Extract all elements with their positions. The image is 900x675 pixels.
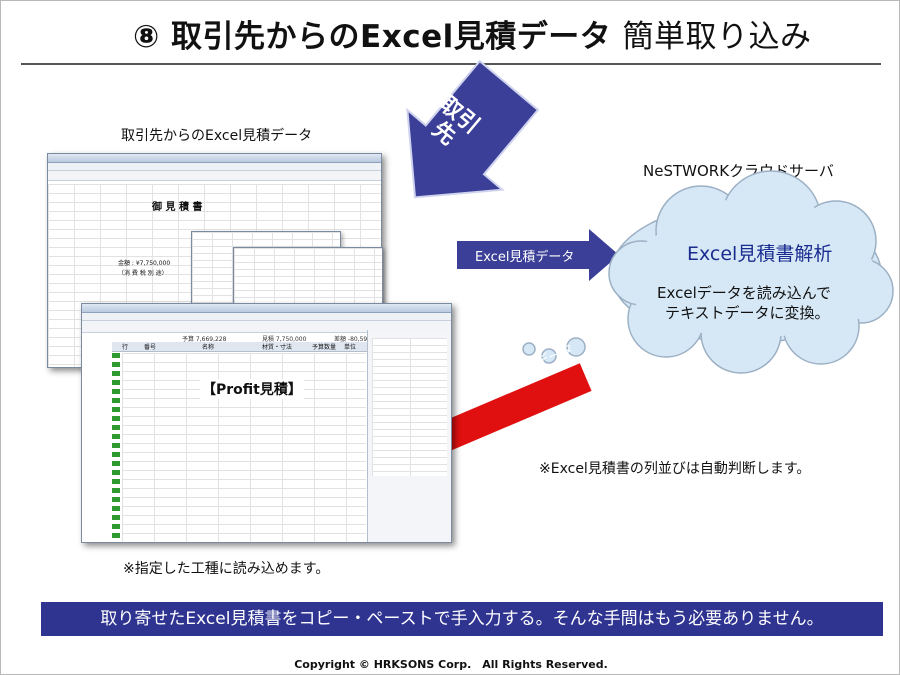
bottom-banner: 取り寄せたExcel見積書をコピー・ペーストで手入力する。そんな手間はもう必要あ…	[41, 602, 883, 636]
profit-estimate: 見積 7,750,000	[262, 336, 307, 343]
profit-menubar	[82, 313, 451, 321]
profit-header-row: 行 番号 名称 材質・寸法 予算数量 単位	[112, 342, 368, 352]
copyright: Copyright © HRKSONS Corp. All Rights Res…	[294, 658, 608, 671]
note-import: ※指定した工種に読み込めます。	[123, 561, 330, 577]
cloud-body-line1: Excelデータを読み込んで	[657, 284, 831, 302]
header-qty: 予算数量	[312, 344, 337, 351]
header-unit: 単位	[344, 344, 357, 351]
client-arrow	[406, 59, 540, 199]
excel-data-arrow	[457, 229, 619, 281]
cloud-title: Excel見積書解析	[687, 243, 833, 265]
profit-row-markers	[112, 353, 120, 542]
profit-toolbar	[82, 321, 451, 333]
excel-amount: 金額 : ¥7,750,000	[118, 260, 171, 267]
header-number: 番号	[144, 344, 157, 351]
cloud-center	[617, 177, 886, 365]
profit-label: 【Profit見積】	[200, 379, 304, 399]
note-auto-detect: ※Excel見積書の列並びは自動判断します。	[539, 461, 811, 477]
title-divider	[21, 63, 881, 65]
profit-side-panel	[367, 330, 451, 542]
profit-titlebar	[82, 304, 451, 313]
title-number: ⑧	[133, 19, 160, 55]
slide-title: ⑧ 取引先からのExcel見積データ 簡単取り込み	[133, 11, 812, 56]
header-material: 材質・寸法	[262, 344, 293, 351]
header-row-no: 行	[122, 344, 129, 351]
title-suffix: 簡単取り込み	[622, 19, 812, 55]
profit-budget: 予算 7,669,228	[182, 336, 227, 343]
profit-diff: 差額 -80,590	[334, 336, 372, 343]
excel-caption: 取引先からのExcel見積データ	[121, 128, 313, 144]
profit-window: 予算 7,669,228 見積 7,750,000 差額 -80,590 行 番…	[81, 303, 452, 543]
excel-toolbar	[48, 171, 381, 181]
excel-data-arrow-label: Excel見積データ	[475, 250, 575, 265]
excel-menubar	[48, 163, 381, 171]
excel-tax-note: （消 費 税 別 途）	[118, 270, 168, 277]
excel-titlebar	[48, 154, 381, 163]
excel-sheet-title: 御 見 積 書	[152, 202, 203, 213]
title-main: 取引先からのExcel見積データ	[171, 19, 612, 55]
header-name: 名称	[202, 344, 215, 351]
cloud-body-line2: テキストデータに変換。	[665, 304, 830, 322]
